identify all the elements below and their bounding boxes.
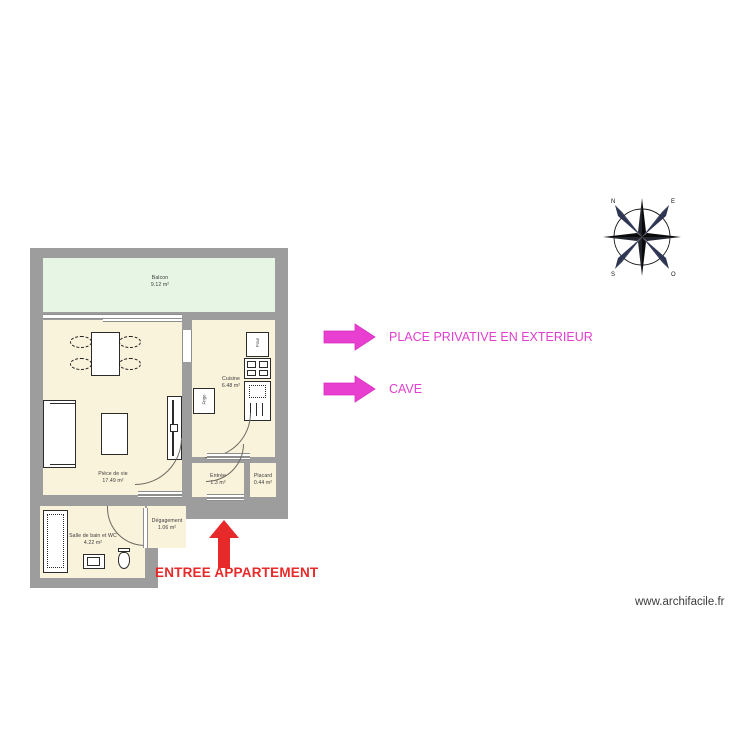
toilet-tank xyxy=(118,548,130,552)
kitchen-oven xyxy=(246,332,269,357)
room-label-piece-de-vie: Pièce de vie 17.49 m² xyxy=(85,471,141,485)
kitchen-cooktop-burner-br xyxy=(259,370,268,376)
pink-arrow-icon-cave xyxy=(323,375,376,403)
red-arrow-icon-entry xyxy=(209,520,239,568)
room-label-placard: Placard 0.44 m² xyxy=(242,473,284,487)
cabinet-living-right-knob xyxy=(170,424,178,432)
dining-table xyxy=(91,332,120,376)
kitchen-cooktop-burner-tr xyxy=(259,361,268,368)
door-threshold-living-2 xyxy=(138,495,182,498)
kitchen-fridge-label: Frigo xyxy=(201,394,207,405)
kitchen-cooktop-burner-bl xyxy=(247,370,256,376)
room-degagement xyxy=(147,506,186,548)
bathtub-inner xyxy=(47,514,64,568)
kitchen-cooktop-burner-tl xyxy=(247,361,256,368)
door-threshold-entree xyxy=(207,494,244,498)
pink-arrow-icon-place-privative xyxy=(323,323,376,351)
room-label-balcon: Balcon 9.12 m² xyxy=(125,275,195,289)
toilet-bowl xyxy=(118,552,130,569)
room-area-entree: 1.3 m² xyxy=(210,480,226,487)
room-area-balcon: 9.12 m² xyxy=(150,282,170,289)
legend-label-cave: CAVE xyxy=(389,382,423,396)
kitchen-cooktop xyxy=(244,358,271,379)
compass-label-west: O xyxy=(671,272,676,278)
chair-left-top xyxy=(70,336,92,348)
kitchen-fridge xyxy=(193,388,215,414)
room-label-salle-de-bain: Salle de bain et WC 4.22 m² xyxy=(53,533,133,547)
kitchen-sink-drainer-1 xyxy=(250,403,251,416)
door-threshold-salle-de-bain xyxy=(143,508,148,548)
room-area-salle-de-bain: 4.22 m² xyxy=(83,540,103,547)
chair-left-bottom xyxy=(70,358,92,370)
bathroom-sink-basin xyxy=(87,557,100,566)
legend-label-place-privative: PLACE PRIVATIVE EN EXTERIEUR xyxy=(389,330,593,344)
room-name-balcon: Balcon xyxy=(151,275,169,281)
compass-label-east: E xyxy=(671,199,675,205)
room-placard xyxy=(250,463,276,497)
room-balcon xyxy=(43,258,275,312)
compass-rose-icon: N E S O xyxy=(603,198,681,278)
door-threshold-entree-2 xyxy=(207,498,244,501)
room-area-piece-de-vie: 17.49 m² xyxy=(102,478,124,485)
kitchen-sink-drainer-2 xyxy=(256,403,257,416)
room-name-piece-de-vie: Pièce de vie xyxy=(98,471,128,477)
window-kitchen-partition xyxy=(182,330,192,362)
entry-label: ENTREE APPARTEMENT xyxy=(155,565,319,580)
kitchen-sink-basin xyxy=(249,385,266,398)
window-living-left-inner xyxy=(50,403,76,465)
website-watermark: www.archifacile.fr xyxy=(635,596,725,608)
legend-item-place-privative: PLACE PRIVATIVE EN EXTERIEUR xyxy=(322,323,593,351)
chair-right-top xyxy=(119,336,141,348)
room-name-degagement: Dégagement xyxy=(151,518,183,524)
window-balcony-slider-inner xyxy=(103,318,182,322)
kitchen-oven-label: Four xyxy=(255,337,260,348)
room-name-salle-de-bain: Salle de bain et WC xyxy=(69,533,117,539)
room-label-cuisine: Cuisine 6.48 m² xyxy=(208,376,254,390)
coffee-table xyxy=(101,413,128,455)
legend-item-cave: CAVE xyxy=(322,375,422,403)
compass-label-north: N xyxy=(611,199,615,205)
door-threshold-living xyxy=(138,491,182,495)
kitchen-sink-drainer-3 xyxy=(262,403,263,416)
floor-plan: Balcon 9.12 m² Pièce de vie 17.49 m² xyxy=(30,248,288,588)
chair-right-bottom xyxy=(119,358,141,370)
room-area-cuisine: 6.48 m² xyxy=(221,383,241,390)
room-area-placard: 0.44 m² xyxy=(253,480,273,487)
compass-label-south: S xyxy=(611,272,615,278)
room-name-cuisine: Cuisine xyxy=(221,376,240,382)
room-name-placard: Placard xyxy=(253,473,273,479)
room-label-degagement: Dégagement 1.06 m² xyxy=(140,518,194,532)
room-area-degagement: 1.06 m² xyxy=(157,525,177,532)
